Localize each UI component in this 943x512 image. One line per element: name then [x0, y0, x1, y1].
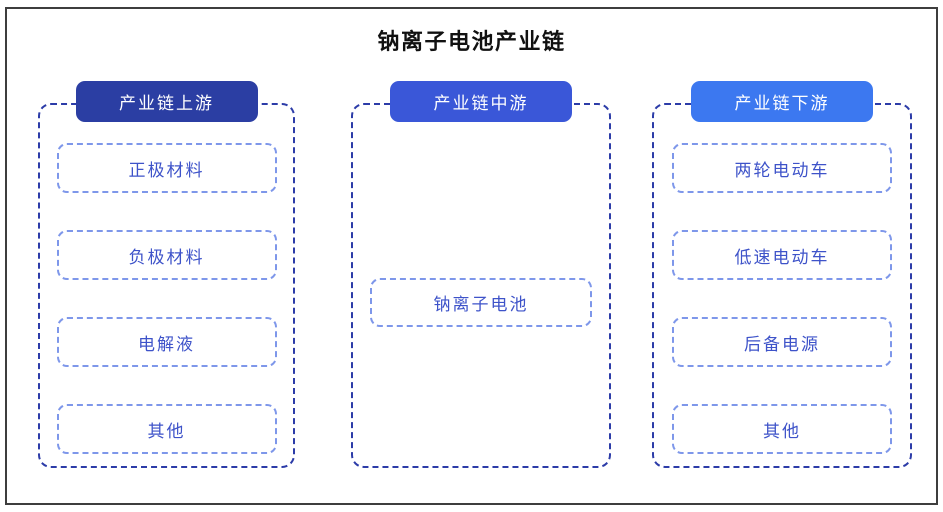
downstream-column: 产业链下游 两轮电动车 低速电动车 后备电源 其他	[652, 81, 912, 468]
downstream-header-badge: 产业链下游	[691, 81, 873, 122]
downstream-item-other: 其他	[672, 404, 892, 454]
upstream-column: 产业链上游 正极材料 负极材料 电解液 其他	[38, 81, 295, 468]
midstream-header-badge: 产业链中游	[390, 81, 572, 122]
upstream-item-anode-materials: 负极材料	[56, 230, 277, 280]
diagram-title: 钠离子电池产业链	[377, 30, 566, 55]
downstream-item-backup-power: 后备电源	[672, 317, 892, 367]
upstream-item-electrolyte: 电解液	[56, 317, 277, 367]
downstream-item-low-speed-ev: 低速电动车	[672, 230, 892, 280]
upstream-header-badge: 产业链上游	[75, 81, 258, 122]
upstream-item-other: 其他	[56, 404, 277, 454]
midstream-column: 产业链中游 钠离子电池	[351, 81, 611, 468]
upstream-item-cathode-materials: 正极材料	[56, 143, 277, 193]
downstream-item-two-wheel-ev: 两轮电动车	[672, 143, 892, 193]
midstream-item-sodium-ion-battery: 钠离子电池	[370, 278, 592, 327]
